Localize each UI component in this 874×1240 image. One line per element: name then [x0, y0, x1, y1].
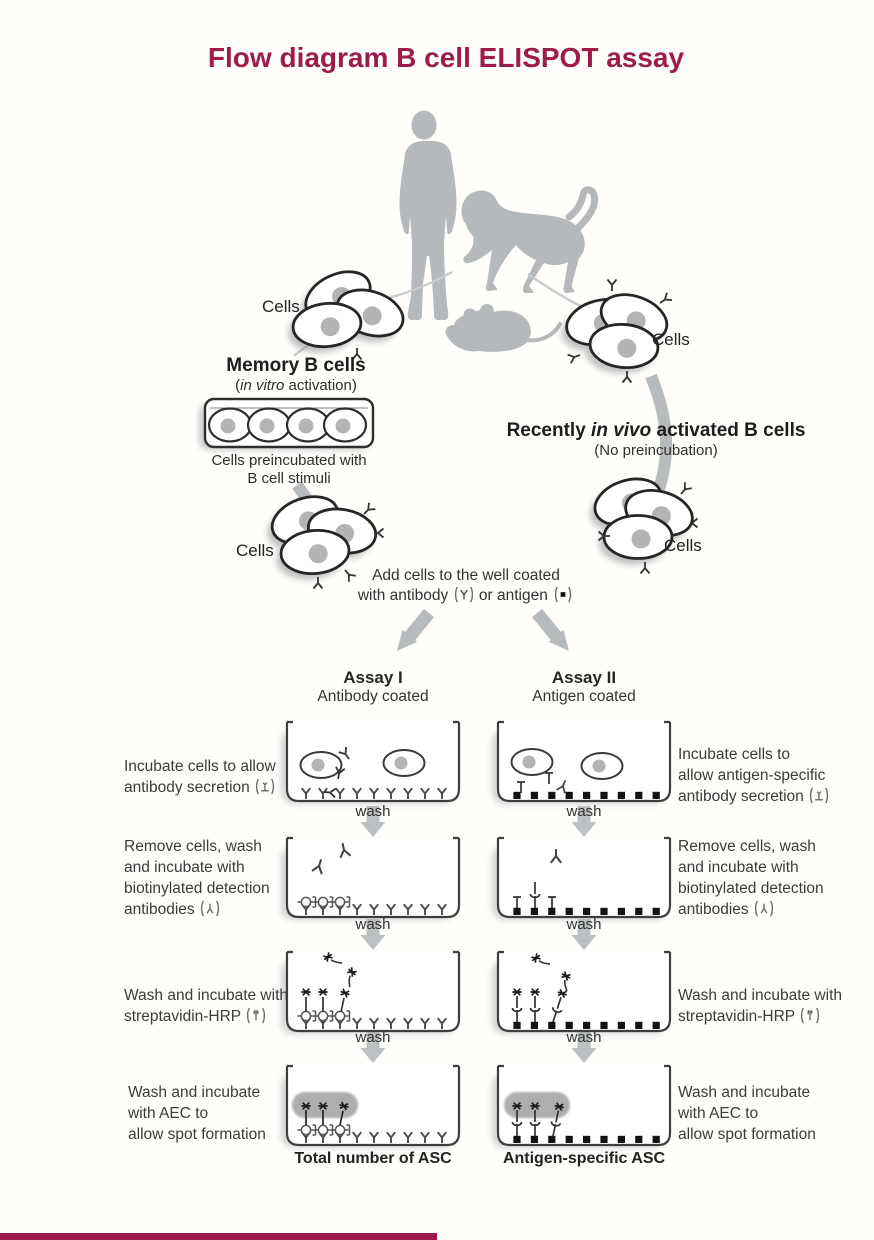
- recent-b-cells-block: Recently in vivo activated B cells (No p…: [486, 420, 826, 460]
- streptavidin-hrp-icon: [245, 1007, 267, 1024]
- cells-label-mid-right: Cells: [664, 536, 702, 555]
- well-assay2-step1: [492, 720, 672, 804]
- wash-label: wash: [566, 916, 602, 933]
- well-assay1-step1: [281, 720, 461, 804]
- wash-label: wash: [355, 803, 391, 820]
- wash-arrow-l3: [360, 1032, 386, 1063]
- well-assay2-step3: [492, 951, 672, 1034]
- detection-antibody-icon: [199, 900, 221, 917]
- memory-b-cells-block: Memory B cells (in vitro activation): [176, 355, 416, 395]
- step-label-right-1: Incubate cells to allow antigen-specific…: [678, 744, 873, 807]
- plate-bound-antibody-icon: [254, 778, 276, 795]
- assay1-subtitle: Antibody coated: [317, 688, 429, 706]
- wash-arrow-r1: [571, 806, 597, 837]
- plate-bound-antibody-icon: [808, 787, 830, 804]
- monkey-silhouette: [461, 186, 599, 293]
- wash-label: wash: [566, 1029, 602, 1046]
- wash-arrow-r3: [571, 1032, 597, 1063]
- recent-b-cells-subtitle: (No preincubation): [594, 441, 718, 459]
- wash-label: wash: [355, 916, 391, 933]
- memory-b-cells-title: Memory B cells: [226, 355, 366, 376]
- assay1-title: Assay I: [343, 668, 403, 687]
- well-assay1-step4: [281, 1064, 461, 1148]
- mouse-silhouette: [445, 304, 562, 352]
- wash-arrows: [360, 806, 597, 1063]
- cell-cluster-mid-left: [264, 486, 385, 590]
- cell-cluster-mid-right: [587, 469, 699, 575]
- wash-arrow-l1: [360, 806, 386, 837]
- step-label-left-4: Wash and incubate with AEC to allow spot…: [128, 1084, 266, 1143]
- antigen-square-icon: [552, 586, 574, 603]
- assay2-subtitle: Antigen coated: [532, 688, 636, 706]
- step-label-left-2: Remove cells, wash and incubate with bio…: [124, 838, 270, 918]
- wash-arrow-r2: [571, 919, 597, 950]
- page-title: Flow diagram B cell ELISPOT assay: [207, 42, 685, 73]
- step-label-left-1: Incubate cells to allow antibody secreti…: [124, 758, 276, 796]
- antibody-y-icon: [453, 586, 475, 603]
- memory-b-cells-subtitle: (in vitro activation): [235, 376, 357, 394]
- assay1-result-caption: Total number of ASC: [294, 1150, 452, 1167]
- step-label-right-4: Wash and incubate with AEC to allow spot…: [678, 1084, 816, 1143]
- step-label-right-3: Wash and incubate with streptavidin-HRP: [678, 987, 842, 1025]
- tray-caption: Cells preincubated with B cell stimuli: [211, 452, 367, 487]
- assay2-header: Assay II Antigen coated: [484, 668, 684, 706]
- streptavidin-hrp-icon: [799, 1007, 821, 1024]
- well-assay1-step3: [281, 950, 461, 1034]
- add-cells-instruction: Add cells to the well coated with antibo…: [306, 566, 626, 606]
- well-assay2-step4: [492, 1064, 672, 1148]
- recent-b-cells-title: Recently in vivo activated B cells: [506, 420, 806, 441]
- footer-accent-bar: [0, 1233, 437, 1240]
- assay1-header: Assay I Antibody coated: [273, 668, 473, 706]
- wash-arrow-l2: [360, 919, 386, 950]
- cells-label-top-right: Cells: [652, 330, 690, 349]
- wash-label: wash: [566, 803, 602, 820]
- well-assay2-step2: [492, 836, 672, 920]
- well-assay1-step2: [281, 836, 461, 920]
- assay2-title: Assay II: [551, 668, 617, 687]
- step-label-left-3: Wash and incubate with streptavidin-HRP: [124, 987, 288, 1025]
- cell-cluster-top-left: [288, 260, 411, 361]
- cells-label-top-left: Cells: [262, 297, 300, 316]
- detection-antibody-icon: [753, 900, 775, 917]
- human-silhouette: [399, 110, 457, 320]
- assay2-result-caption: Antigen-specific ASC: [502, 1150, 666, 1167]
- cell-cluster-top-right: [560, 278, 675, 384]
- cells-label-mid-left: Cells: [236, 541, 274, 560]
- step-label-right-2: Remove cells, wash and incubate with bio…: [678, 838, 824, 918]
- preincubation-tray: [199, 397, 375, 450]
- wash-label: wash: [355, 1029, 391, 1046]
